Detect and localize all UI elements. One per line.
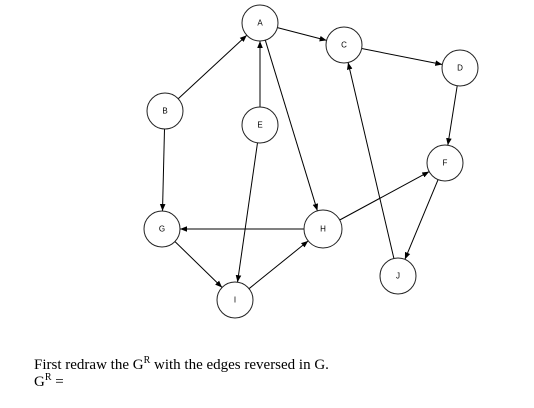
node-A: A bbox=[241, 4, 279, 42]
node-J: J bbox=[379, 257, 417, 295]
edge-C-D bbox=[361, 48, 443, 66]
node-F: F bbox=[426, 144, 464, 182]
instruction-text: First redraw the GR with the edges rever… bbox=[34, 355, 329, 374]
nodes: A B C D E F G H I J bbox=[143, 4, 479, 319]
answer-prompt: GR = bbox=[34, 372, 64, 391]
edges bbox=[159, 27, 458, 290]
node-label: B bbox=[162, 107, 167, 116]
edge-E-I bbox=[235, 142, 258, 283]
edge-A-C bbox=[277, 27, 327, 42]
node-circle bbox=[325, 26, 363, 64]
node-label: E bbox=[257, 121, 262, 130]
node-H: H bbox=[303, 209, 343, 249]
node-label: G bbox=[159, 225, 165, 234]
node-E: E bbox=[241, 106, 279, 144]
caption-text-1b: with the edges reversed in G. bbox=[150, 357, 329, 373]
node-circle bbox=[241, 4, 279, 42]
edge-I-H bbox=[248, 240, 309, 290]
node-circle bbox=[216, 281, 254, 319]
node-label: C bbox=[341, 41, 347, 50]
caption-text-2b: = bbox=[51, 374, 64, 390]
node-label: D bbox=[457, 64, 463, 73]
edge-D-F bbox=[446, 85, 458, 146]
node-circle bbox=[241, 106, 279, 144]
node-circle bbox=[303, 209, 343, 249]
edge-A-H bbox=[264, 40, 319, 211]
node-circle bbox=[146, 92, 184, 130]
node-circle bbox=[143, 210, 181, 248]
node-B: B bbox=[146, 92, 184, 130]
caption-superscript-2: R bbox=[44, 372, 52, 383]
node-circle bbox=[426, 144, 464, 182]
node-label: I bbox=[234, 296, 236, 305]
node-label: H bbox=[320, 225, 326, 234]
edge-B-A bbox=[177, 34, 248, 100]
edge-H-F bbox=[339, 171, 430, 221]
node-I: I bbox=[216, 281, 254, 319]
node-circle bbox=[379, 257, 417, 295]
node-C: C bbox=[325, 26, 363, 64]
node-label: J bbox=[396, 272, 400, 281]
caption-text-2a: G bbox=[34, 374, 45, 390]
node-label: A bbox=[257, 19, 263, 28]
edge-J-C bbox=[346, 62, 395, 259]
node-G: G bbox=[143, 210, 181, 248]
node-label: F bbox=[443, 159, 448, 168]
edge-F-J bbox=[404, 179, 439, 260]
caption-superscript-1: R bbox=[143, 355, 151, 366]
edge-G-I bbox=[174, 241, 223, 288]
node-circle bbox=[441, 49, 479, 87]
caption-text-1a: First redraw the G bbox=[34, 357, 144, 373]
node-D: D bbox=[441, 49, 479, 87]
edge-B-G bbox=[159, 128, 166, 212]
